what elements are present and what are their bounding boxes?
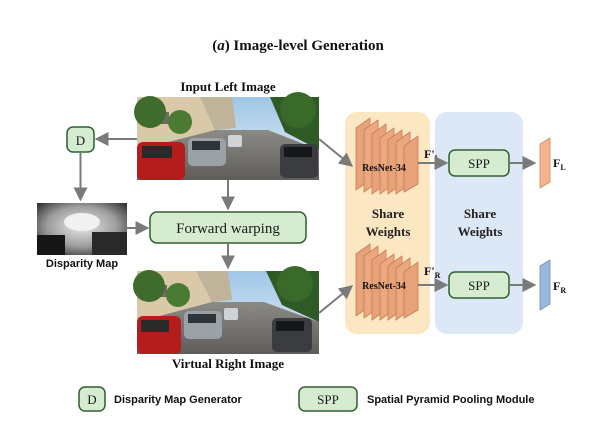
forward-warping-label: Forward warping [176,221,280,237]
arrow-right-to-resnet [318,285,354,314]
virtual-right-image [133,266,319,354]
spp-bottom-label: SPP [468,278,490,293]
output-right-block [539,259,551,311]
output-left-block [539,137,551,189]
input-left-image [134,92,319,180]
disparity-generator-label: D [76,133,85,148]
share-weights-panel-spp [435,112,523,334]
resnet-top-label: ResNet-34 [362,163,406,174]
legend-d-symbol-box [78,386,106,412]
share-weights-left-line1: Share [372,206,404,221]
share-weights-left-line2: Weights [366,224,411,239]
resnet-bottom-label: ResNet-34 [362,281,406,292]
feature-right-label: F'R [424,264,441,280]
legend-spp-symbol: SPP [317,392,339,407]
disparity-map-image [37,203,127,255]
virtual-right-image-label: Virtual Right Image [172,356,284,371]
spp-top-label: SPP [468,156,490,171]
output-left-label: FL [553,156,566,172]
diagram-title: (a) Image-level Generation [212,38,384,54]
legend-d-symbol: D [87,392,96,407]
legend-spp-text: Spatial Pyramid Pooling Module [367,394,534,406]
input-left-image-label: Input Left Image [180,79,276,94]
arrow-left-to-resnet [318,138,354,167]
share-weights-right-line1: Share [464,206,496,221]
resnet-top-stack [355,117,419,195]
disparity-map-label: Disparity Map [46,258,118,270]
legend-spp-symbol-box [298,386,358,412]
output-right-label: FR [553,279,566,295]
share-weights-right-line2: Weights [458,224,503,239]
resnet-bottom-stack [355,243,419,321]
legend-d-text: Disparity Map Generator [114,394,242,406]
